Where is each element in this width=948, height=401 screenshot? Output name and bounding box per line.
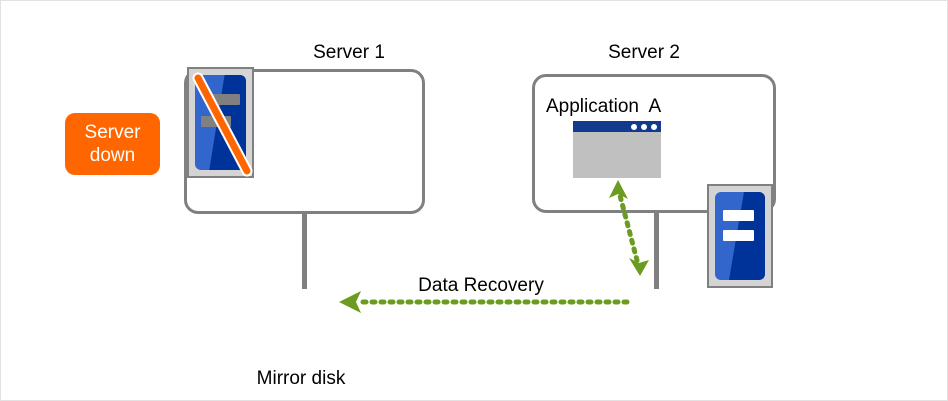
application-window-titlebar: [573, 121, 661, 132]
data-recovery-arrow: [337, 289, 630, 315]
server-machine-icon: [707, 184, 773, 288]
server-2-title: Server 2: [608, 42, 680, 63]
machine-status-bar-1: [210, 94, 240, 105]
status-badge-line-1: Server: [84, 122, 141, 143]
status-badge-line-2: down: [89, 145, 136, 166]
window-dot-3: [651, 123, 657, 130]
application-a-label: Application A: [546, 96, 662, 117]
window-dot-1: [631, 123, 637, 130]
machine-body: [715, 192, 765, 280]
server-1-title: Server 1: [313, 42, 385, 63]
app-disk-sync-arrow: [596, 176, 666, 286]
mirror-disk-label: Mirror disk: [256, 368, 346, 389]
server-1-disk-connector: [302, 214, 307, 289]
server-machine-offline-icon: [187, 67, 254, 178]
data-recovery-label: Data Recovery: [418, 275, 544, 296]
machine-status-bar-1: [723, 209, 754, 221]
application-window-body: [573, 132, 661, 178]
machine-status-bar-2: [723, 229, 754, 241]
machine-status-bar-2: [201, 115, 231, 127]
machine-body: [195, 75, 246, 170]
window-dot-2: [641, 123, 647, 130]
status-badge: Server down: [65, 113, 160, 175]
application-window-icon: [573, 121, 661, 178]
server-2-disk-connector: [654, 213, 659, 289]
